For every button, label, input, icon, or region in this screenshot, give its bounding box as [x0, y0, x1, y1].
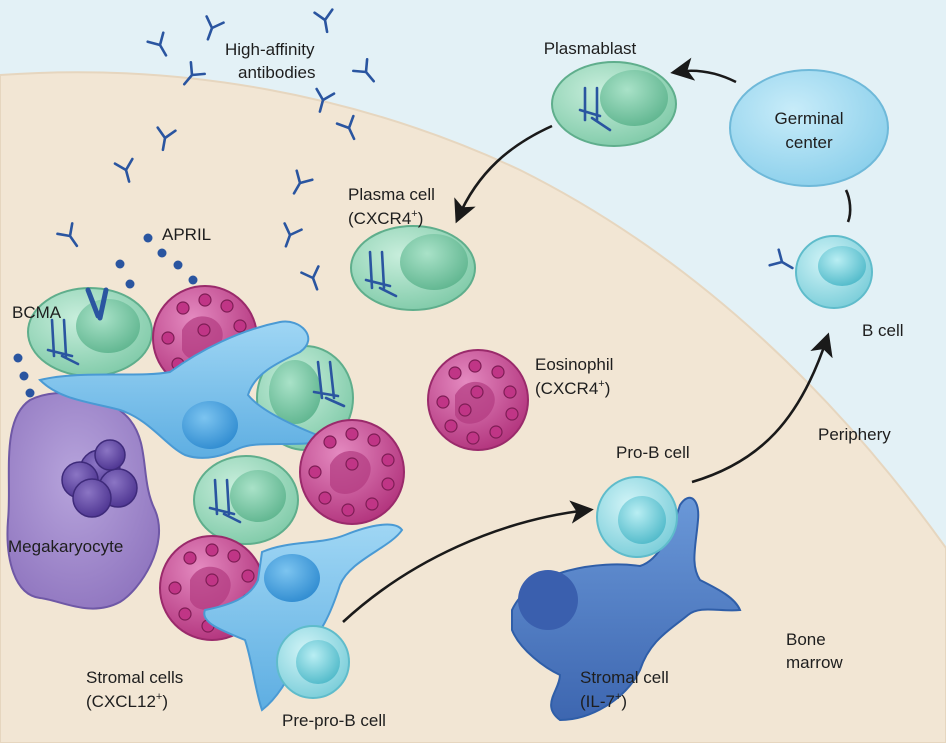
germinal-to-plasmablast-arrow: [670, 57, 737, 84]
stromal-cells-cxcl12-label: (CXCL12+): [86, 691, 168, 711]
plasma-cell-cxcr4-base: (CXCR4: [348, 209, 411, 228]
april-label: APRIL: [162, 225, 211, 244]
antibodies-label: antibodies: [238, 63, 316, 82]
marrow-label: marrow: [786, 653, 843, 672]
plasma-cell-cxcr4-label: (CXCR4+): [348, 208, 423, 228]
plasma-cell: [193, 455, 299, 545]
april-molecules: [13, 233, 198, 398]
eosinophil-cell: [299, 419, 405, 525]
migration-arrows: [342, 57, 852, 623]
germinal-label: Germinal: [775, 109, 844, 128]
b-cell-label: B cell: [862, 321, 904, 340]
stromal-cells-cxcl12-base: (CXCL12: [86, 692, 156, 711]
high-affinity-label: High-affinity: [225, 40, 315, 59]
megakaryocyte-label: Megakaryocyte: [8, 537, 123, 556]
stromal-cells-cxcl12-end: ): [162, 692, 168, 711]
plasma-cell-cxcr4-end: ): [418, 209, 424, 228]
eosinophil-cxcr4-base: (CXCR4: [535, 379, 598, 398]
eosinophil-label: Eosinophil: [535, 355, 613, 374]
eosinophil-cxcr4-sup: +: [598, 378, 604, 390]
stromal-cell-il7: [511, 496, 742, 722]
stromal-cell-cxcl12: [38, 320, 334, 459]
stromal-cell-il7-end: ): [621, 692, 627, 711]
stromal-cell-il7-sup: +: [615, 691, 621, 703]
stromal-cell-il7-base: (IL-7: [580, 692, 615, 711]
pre-pro-b-to-pro-b-arrow: [342, 500, 594, 623]
stromal-cell-il7-label: (IL-7+): [580, 691, 627, 711]
plasmablast-to-plasma-cell-arrow: [454, 124, 553, 224]
bone-label: Bone: [786, 630, 826, 649]
bcma-plasma-cell: [27, 287, 153, 377]
bcma-label: BCMA: [12, 303, 62, 322]
eosinophil-cxcr4-label: (CXCR4+): [535, 378, 610, 398]
b-cell: [795, 235, 873, 309]
germinal-center: [729, 69, 889, 187]
plasmablast-label: Plasmablast: [544, 39, 637, 58]
labels: High-affinity antibodies Plasmablast Ger…: [8, 39, 904, 730]
plasma-cell: [350, 225, 476, 311]
plasma-cell-label: Plasma cell: [348, 185, 435, 204]
eosinophil-cxcr4-end: ): [605, 379, 611, 398]
eosinophil-cell: [427, 349, 529, 451]
pro-b-cell-label: Pro-B cell: [616, 443, 690, 462]
pre-pro-b-cell-label: Pre-pro-B cell: [282, 711, 386, 730]
stromal-cell-label: Stromal cell: [580, 668, 669, 687]
center-label: center: [785, 133, 833, 152]
pre-pro-b-cell: [276, 625, 350, 699]
plasmablast-cell: [551, 61, 677, 147]
pro-b-cell: [596, 476, 678, 558]
pro-b-to-b-cell-arrow: [691, 332, 833, 484]
stromal-cells-label: Stromal cells: [86, 668, 183, 687]
plasma-cell-cxcr4-sup: +: [411, 208, 417, 220]
stromal-cells-cxcl12-sup: +: [156, 691, 162, 703]
megakaryocyte-cell: [6, 392, 161, 610]
b-cell-to-germinal-arrow: [844, 189, 852, 223]
periphery-label: Periphery: [818, 425, 891, 444]
